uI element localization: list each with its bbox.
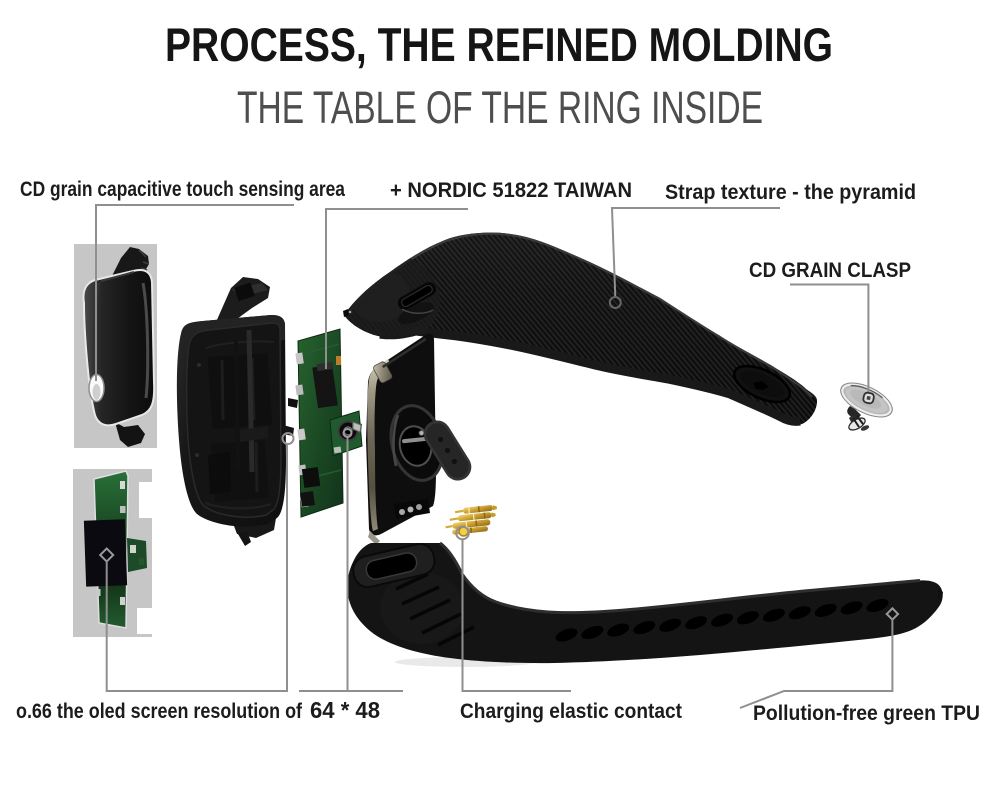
- svg-text:+ NORDIC 51822 TAIWAN: + NORDIC 51822 TAIWAN: [390, 179, 632, 202]
- svg-text:PROCESS, THE REFINED MOLDING: PROCESS, THE REFINED MOLDING: [165, 18, 833, 71]
- svg-text:CD GRAIN CLASP: CD GRAIN CLASP: [749, 259, 911, 282]
- svg-text:THE TABLE OF THE RING INSIDE: THE TABLE OF THE RING INSIDE: [237, 82, 763, 133]
- svg-text:Strap texture - the pyramid: Strap texture - the pyramid: [665, 181, 916, 204]
- svg-text:64 * 48: 64 * 48: [310, 697, 380, 723]
- svg-text:Charging elastic contact: Charging elastic contact: [460, 700, 682, 723]
- svg-text:o.66 the oled screen resolutio: o.66 the oled screen resolution of: [16, 700, 303, 723]
- svg-text:Pollution-free green TPU: Pollution-free green TPU: [753, 702, 980, 725]
- svg-text:CD grain capacitive touch sens: CD grain capacitive touch sensing area: [20, 178, 345, 201]
